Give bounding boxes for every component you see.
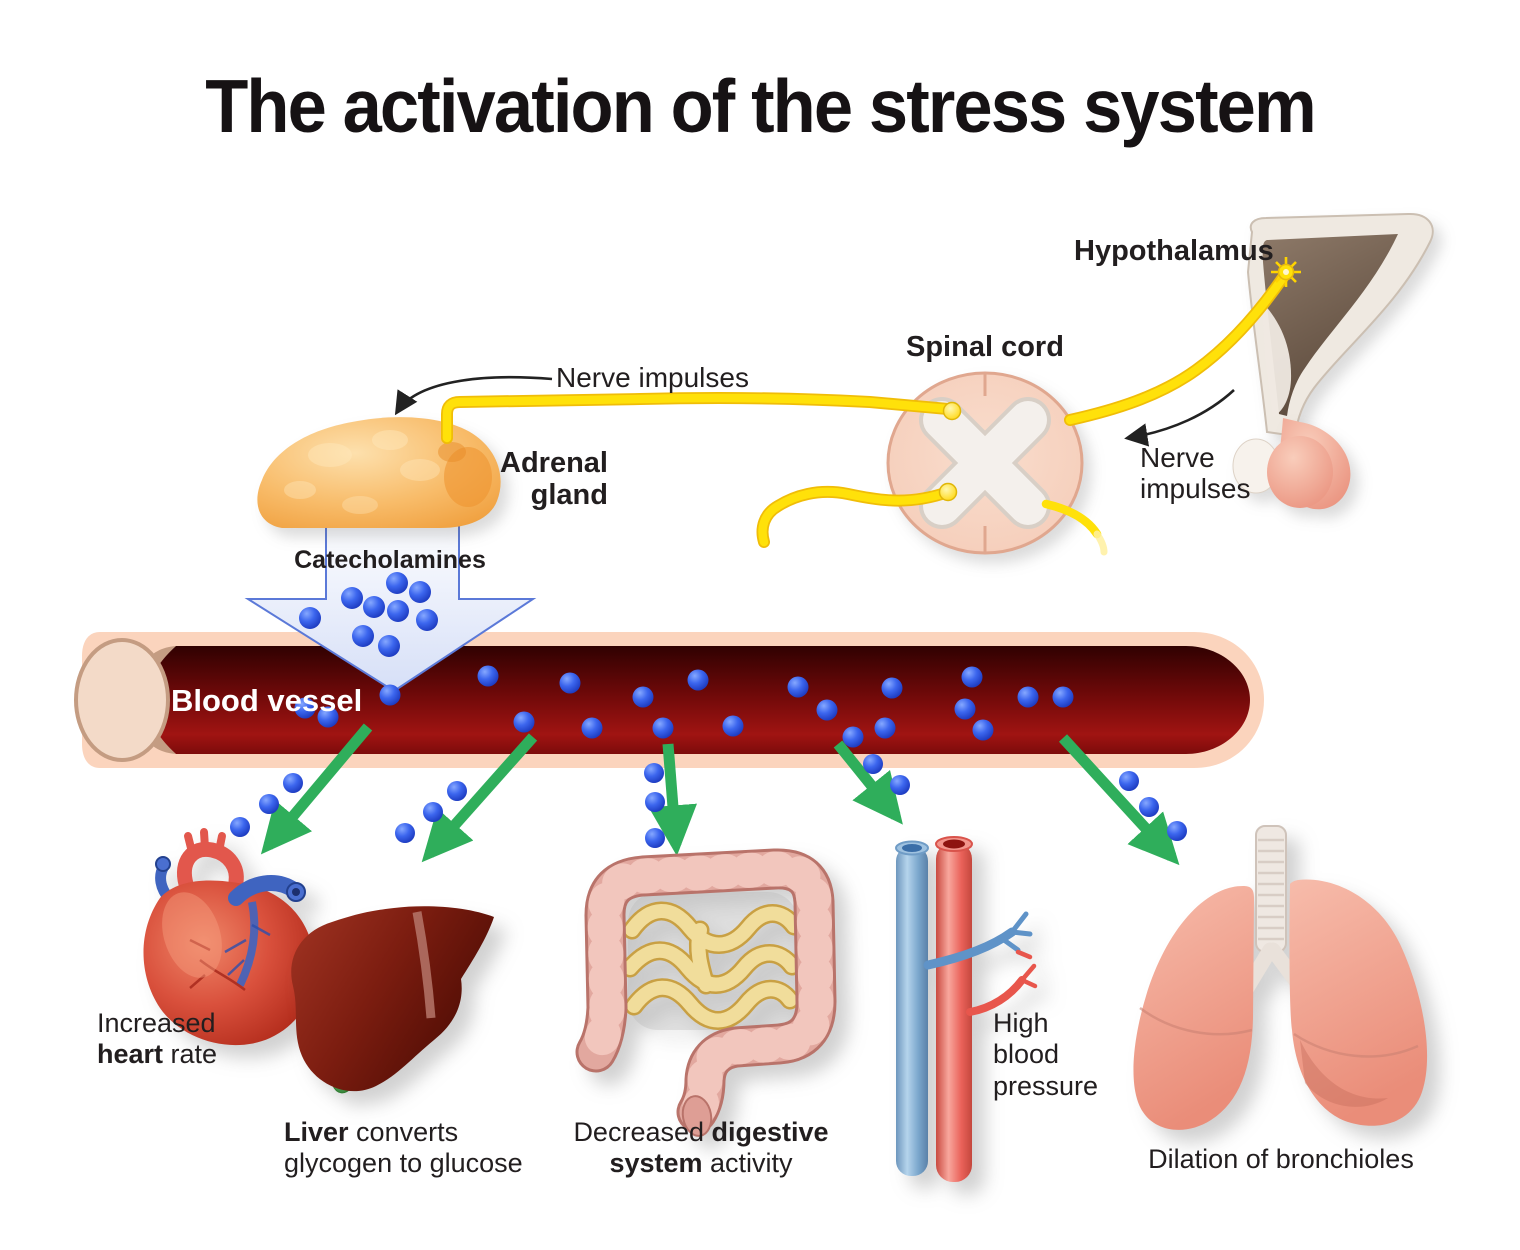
nerve-impulses-label-top: Nerve impulses <box>556 362 749 393</box>
catecholamine-dot <box>842 726 864 748</box>
catecholamine-dot <box>317 706 339 728</box>
catecholamine-dot <box>954 698 976 720</box>
vessel-open-end <box>74 638 170 762</box>
effect-arrow-liver <box>421 733 538 863</box>
effect-arrow-heart <box>260 723 373 855</box>
blood-pressure-effect-caption: High blood pressure <box>993 1008 1099 1101</box>
catecholamines-arrow <box>244 511 537 693</box>
catecholamine-dot <box>1052 686 1074 708</box>
catecholamine-dot <box>447 781 467 801</box>
catecholamine-dot <box>881 677 903 699</box>
hypothalamus-illustration <box>1246 212 1434 438</box>
catecholamine-dot <box>341 587 363 609</box>
catecholamine-dot <box>722 715 744 737</box>
catecholamine-dot <box>863 754 883 774</box>
catecholamine-dot <box>1139 797 1159 817</box>
catecholamine-dot <box>387 600 409 622</box>
catecholamine-dot <box>890 775 910 795</box>
catecholamine-dot <box>972 719 994 741</box>
catecholamine-dot <box>386 572 408 594</box>
nerve-impulses-curved-arrow-left <box>394 375 553 416</box>
catecholamine-dot <box>787 676 809 698</box>
catecholamine-dot <box>581 717 603 739</box>
lungs-illustration <box>1133 825 1428 1130</box>
nerve-fibers <box>441 257 1301 556</box>
heart-illustration <box>143 828 315 1046</box>
intestines-illustration <box>575 848 837 1137</box>
synapse-dot <box>938 482 958 502</box>
catecholamine-dot <box>259 794 279 814</box>
catecholamine-dot <box>409 581 431 603</box>
catecholamine-dot <box>379 684 401 706</box>
blood-pressure-vessels-illustration <box>895 836 1038 1182</box>
pituitary-gland-illustration <box>1232 418 1351 510</box>
catecholamine-dot <box>687 669 709 691</box>
catecholamine-dot <box>645 828 665 848</box>
right-lung <box>1289 879 1428 1126</box>
adrenal-gland-illustration <box>257 417 501 528</box>
catecholamine-dot <box>652 717 674 739</box>
catecholamine-dot <box>477 665 499 687</box>
page-title: The activation of the stress system <box>205 64 1316 148</box>
catecholamine-dot <box>378 635 400 657</box>
trail-dots <box>230 754 1187 848</box>
nerve-impulses-label-right: Nerve impulses <box>1140 442 1251 505</box>
effect-arrow-blood-pressure <box>833 740 903 825</box>
synapse-dot <box>942 401 962 421</box>
nerve-impulses-curved-arrow-right <box>1124 389 1235 447</box>
vessel-catecholamine-dots <box>294 665 1074 748</box>
catecholamine-dot <box>423 802 443 822</box>
adrenal-gland-label: Adrenal gland <box>500 447 608 512</box>
effect-arrows <box>230 723 1187 866</box>
synapse-starburst-icon <box>1271 257 1301 287</box>
catecholamine-dot <box>961 666 983 688</box>
catecholamine-dot <box>299 607 321 629</box>
catecholamine-dot <box>645 792 665 812</box>
liver-effect-caption: Liver converts glycogen to glucose <box>284 1117 523 1179</box>
liver-illustration <box>291 906 494 1094</box>
catecholamine-dot <box>816 699 838 721</box>
effect-arrow-lungs <box>1058 734 1180 866</box>
vein-tube <box>896 846 928 1176</box>
catecholamine-dot <box>632 686 654 708</box>
catecholamine-dot <box>1017 686 1039 708</box>
catecholamine-dots <box>299 572 438 657</box>
catecholamine-dot <box>559 672 581 694</box>
catecholamines-label: Catecholamines <box>294 546 486 574</box>
heart-effect-caption: Increased heart rate <box>97 1008 218 1070</box>
catecholamine-dot <box>352 625 374 647</box>
catecholamine-dot <box>363 596 385 618</box>
catecholamine-dot <box>874 717 896 739</box>
catecholamine-dot <box>513 711 535 733</box>
catecholamine-dot <box>416 609 438 631</box>
spinal-cord-label: Spinal cord <box>906 331 1064 363</box>
left-lung <box>1133 886 1254 1130</box>
digestive-effect-caption: Decreased digestive system activity <box>573 1117 829 1179</box>
effect-arrow-digestive <box>648 743 697 856</box>
hypothalamus-label: Hypothalamus <box>1074 235 1274 267</box>
catecholamine-dot <box>395 823 415 843</box>
catecholamine-dot <box>1167 821 1187 841</box>
small-intestine <box>620 901 804 1030</box>
catecholamine-dot <box>644 763 664 783</box>
catecholamine-dot <box>230 817 250 837</box>
lungs-effect-caption: Dilation of bronchioles <box>1148 1144 1414 1174</box>
artery-tube <box>936 842 972 1182</box>
blood-vessel-label: Blood vessel <box>171 683 363 718</box>
catecholamine-dot <box>1119 771 1139 791</box>
spinal-cord-illustration <box>886 371 1084 555</box>
large-intestine <box>575 848 837 1137</box>
catecholamine-dot <box>294 697 316 719</box>
catecholamine-dot <box>283 773 303 793</box>
nerve-fiber-stub <box>1041 499 1102 539</box>
